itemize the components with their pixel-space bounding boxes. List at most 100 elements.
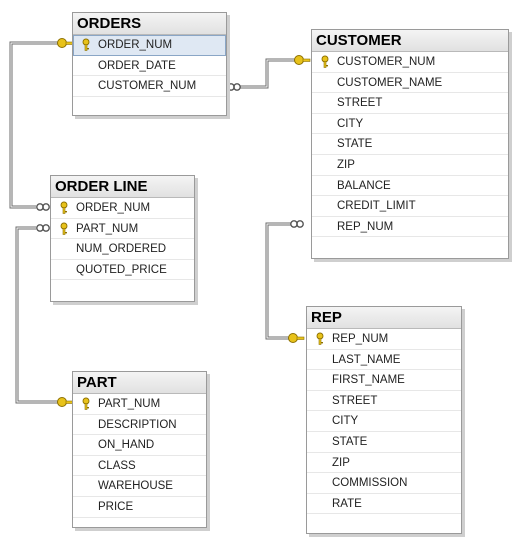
relationship-orders-customer[interactable]: [227, 55, 311, 91]
one-end-key-icon: [57, 397, 74, 407]
table-customer[interactable]: CUSTOMER CUSTOMER_NUM CUSTOMER_NAME STREET…: [311, 29, 509, 259]
column-name: BALANCE: [337, 179, 391, 192]
column-name: DESCRIPTION: [98, 418, 177, 431]
column-row[interactable]: CREDIT_LIMIT: [312, 196, 508, 217]
column-name: STREET: [337, 97, 383, 110]
column-name: CUSTOMER_NAME: [337, 76, 443, 89]
column-name: LAST_NAME: [332, 353, 401, 366]
primary-key-icon: [57, 222, 71, 236]
column-row[interactable]: NUM_ORDERED: [51, 239, 194, 260]
primary-key-icon: [57, 201, 71, 215]
column-row[interactable]: ORDER_DATE: [73, 56, 226, 77]
primary-key-icon: [318, 55, 332, 69]
column-list: CUSTOMER_NUM CUSTOMER_NAME STREET CITY STATE…: [312, 52, 508, 238]
column-row[interactable]: ON_HAND: [73, 435, 206, 456]
column-name: PRICE: [98, 500, 134, 513]
column-name: CITY: [332, 415, 359, 428]
column-name: STATE: [332, 435, 368, 448]
connector-line-inner: [10, 42, 58, 208]
column-name: ORDER_NUM: [98, 39, 173, 51]
column-name: ORDER_DATE: [98, 59, 176, 72]
one-end-key-icon: [288, 333, 305, 343]
column-name: ON_HAND: [98, 439, 155, 452]
connector-line: [265, 222, 291, 340]
primary-key-icon: [79, 38, 93, 52]
column-name: CREDIT_LIMIT: [337, 200, 416, 213]
column-name: QUOTED_PRICE: [76, 263, 167, 276]
table-orders[interactable]: ORDERS ORDER_NUM ORDER_DATE CUSTOMER_NUM: [72, 12, 227, 116]
column-name: REP_NUM: [332, 333, 389, 345]
column-row[interactable]: CUSTOMER_NAME: [312, 73, 508, 94]
column-row[interactable]: CITY: [312, 114, 508, 135]
column-row[interactable]: REP_NUM: [307, 329, 461, 350]
column-row[interactable]: ZIP: [312, 155, 508, 176]
column-row[interactable]: QUOTED_PRICE: [51, 260, 194, 281]
column-name: WAREHOUSE: [98, 480, 173, 493]
column-list: REP_NUM LAST_NAME FIRST_NAME STREET CITY STAT…: [307, 329, 461, 515]
column-name: STREET: [332, 394, 378, 407]
many-end-icon: [36, 224, 50, 232]
column-row[interactable]: ORDER_NUM: [51, 198, 194, 219]
column-row[interactable]: STREET: [307, 391, 461, 412]
table-title: CUSTOMER: [312, 30, 508, 52]
column-row[interactable]: CLASS: [73, 456, 206, 477]
one-end-key-icon: [294, 55, 311, 65]
column-name: NUM_ORDERED: [76, 243, 167, 256]
column-row[interactable]: STATE: [307, 432, 461, 453]
relationship-orderline-part[interactable]: [15, 224, 74, 407]
column-list: PART_NUM DESCRIPTION ON_HAND CLASS WAREHOUSE…: [73, 394, 206, 518]
column-name: RATE: [332, 497, 362, 510]
many-end-icon: [290, 220, 304, 228]
column-list: ORDER_NUM PART_NUM NUM_ORDERED QUOTED_PRICE: [51, 198, 194, 281]
column-row[interactable]: PART_NUM: [51, 219, 194, 240]
column-row[interactable]: DESCRIPTION: [73, 415, 206, 436]
many-end-icon: [227, 83, 241, 91]
one-end-key-icon: [57, 38, 74, 48]
connector-line-inner: [240, 59, 295, 88]
column-name: CUSTOMER_NUM: [337, 56, 436, 68]
column-name: ZIP: [332, 456, 350, 469]
column-row[interactable]: STATE: [312, 134, 508, 155]
column-row[interactable]: WAREHOUSE: [73, 476, 206, 497]
column-name: PART_NUM: [76, 222, 139, 235]
column-row[interactable]: REP_NUM: [312, 217, 508, 238]
column-row[interactable]: ORDER_NUM: [73, 35, 226, 56]
column-name: CUSTOMER_NUM: [98, 80, 197, 93]
column-name: CITY: [337, 117, 364, 130]
column-name: COMMISSION: [332, 477, 408, 490]
primary-key-icon: [313, 332, 327, 346]
table-order-line[interactable]: ORDER LINE ORDER_NUM PART_NUM NUM_ORDERED Q…: [50, 175, 195, 302]
column-row[interactable]: FIRST_NAME: [307, 370, 461, 391]
column-row[interactable]: BALANCE: [312, 176, 508, 197]
column-name: CLASS: [98, 459, 136, 472]
column-list: ORDER_NUM ORDER_DATE CUSTOMER_NUM: [73, 35, 226, 97]
column-name: ZIP: [337, 158, 355, 171]
column-name: STATE: [337, 138, 373, 151]
column-row[interactable]: PRICE: [73, 497, 206, 518]
column-row[interactable]: STREET: [312, 93, 508, 114]
table-title: REP: [307, 307, 461, 329]
relationship-customer-rep[interactable]: [265, 220, 305, 343]
column-row[interactable]: RATE: [307, 494, 461, 515]
column-row[interactable]: ZIP: [307, 453, 461, 474]
column-name: ORDER_NUM: [76, 202, 151, 214]
column-row[interactable]: COMMISSION: [307, 473, 461, 494]
column-row[interactable]: CUSTOMER_NUM: [73, 76, 226, 97]
table-rep[interactable]: REP REP_NUM LAST_NAME FIRST_NAME STREET CITY…: [306, 306, 462, 534]
relationship-orderline-orders[interactable]: [9, 38, 74, 211]
column-row[interactable]: PART_NUM: [73, 394, 206, 415]
column-row[interactable]: CITY: [307, 411, 461, 432]
table-title: ORDER LINE: [51, 176, 194, 198]
connector-line-inner: [16, 227, 58, 403]
table-title: ORDERS: [73, 13, 226, 35]
primary-key-icon: [79, 397, 93, 411]
table-part[interactable]: PART PART_NUM DESCRIPTION ON_HAND CLASS WARE…: [72, 371, 207, 528]
column-name: REP_NUM: [337, 220, 394, 233]
column-row[interactable]: LAST_NAME: [307, 350, 461, 371]
column-row[interactable]: CUSTOMER_NUM: [312, 52, 508, 73]
table-title: PART: [73, 372, 206, 394]
connector-line-inner: [266, 223, 291, 339]
many-end-icon: [36, 203, 50, 211]
